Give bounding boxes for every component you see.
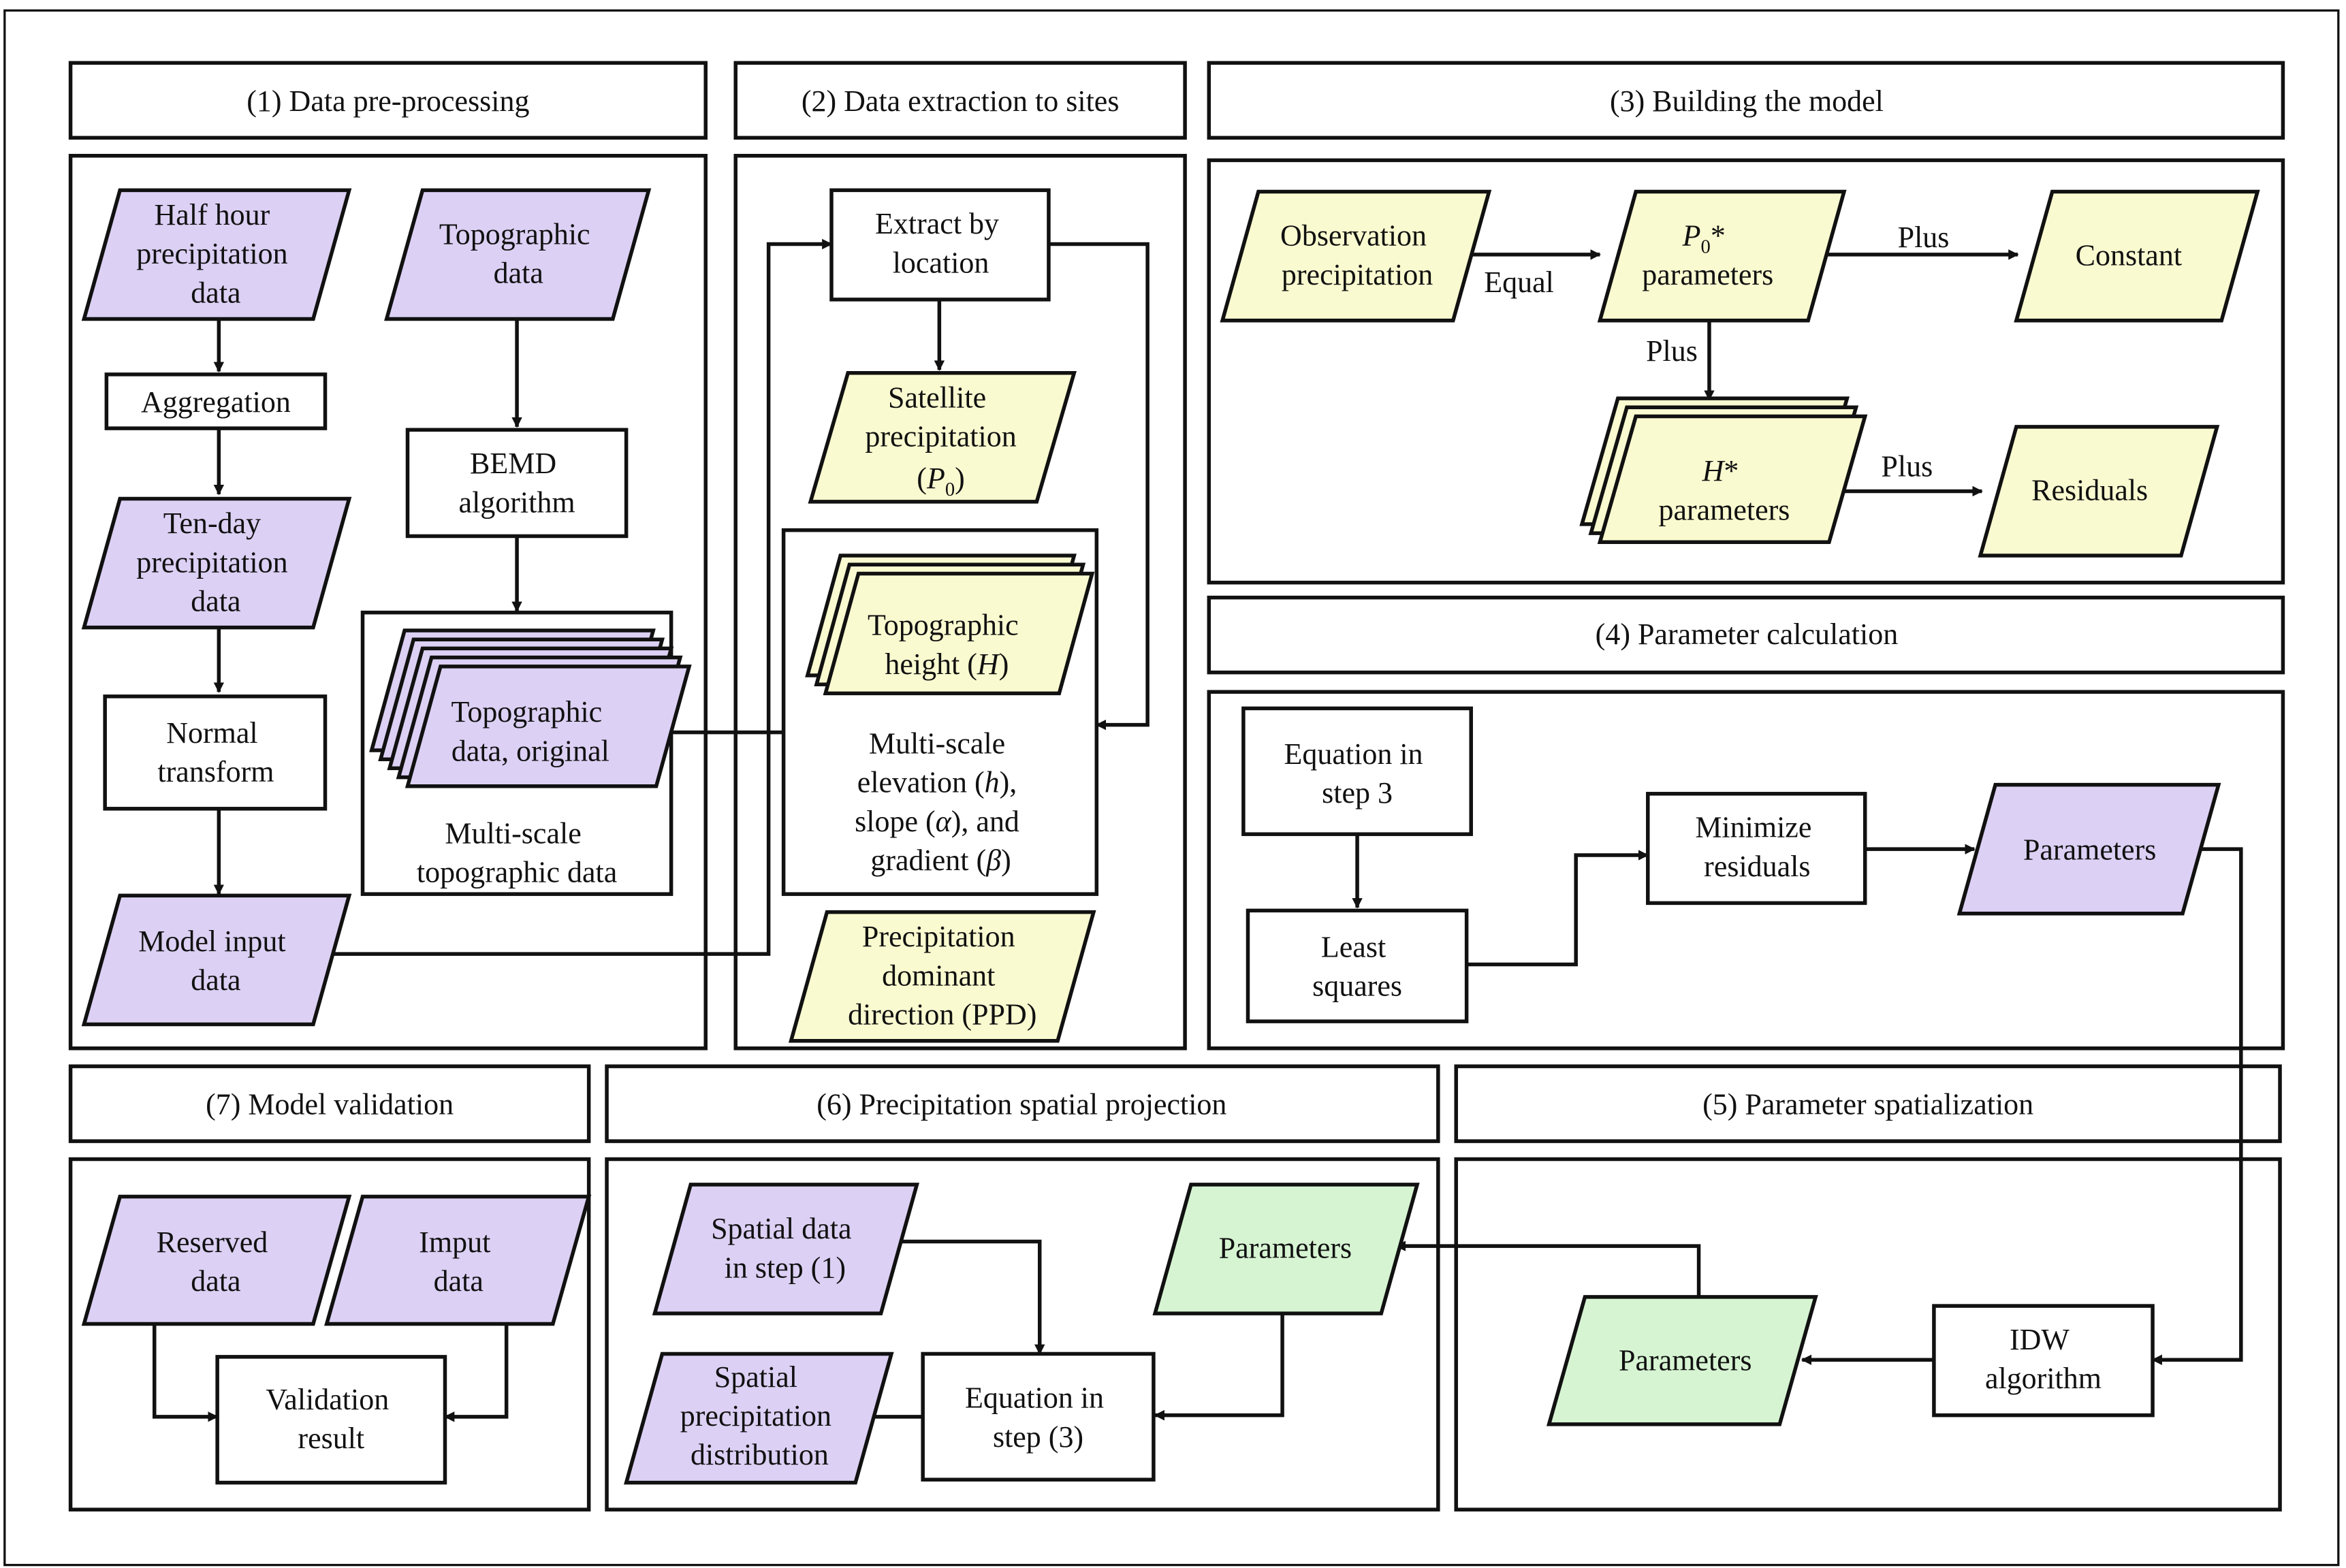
- ten-day-shape: [81, 496, 352, 630]
- section-1-panel: [68, 154, 708, 1051]
- residuals-shape: [1978, 425, 2220, 558]
- validation-text: Validation result: [266, 1383, 396, 1455]
- section-1-header: [68, 61, 708, 140]
- multiscale-elev-text: Multi-scale elevation (h), slope (α), an…: [855, 726, 1027, 877]
- section-7-title: (7) Model validation: [206, 1088, 454, 1121]
- edge-label-plus-down: Plus: [1646, 334, 1698, 368]
- parameters-s5-shape: [1546, 1295, 1818, 1426]
- obs-precip-shape: [1220, 189, 1492, 323]
- spatial-data-text: Spatial data in step (1): [711, 1212, 859, 1284]
- section-6-panel: [605, 1157, 1440, 1511]
- parameters-s4-text: Parameters: [2023, 833, 2156, 867]
- topo-original-stack: [369, 628, 692, 788]
- ten-day-text: Ten-day precipitation data: [136, 507, 295, 618]
- obs-precip-text: Observation precipitation: [1280, 219, 1434, 291]
- satellite-text: Satellite precipitation: [865, 381, 1016, 453]
- topo-data-shape: [384, 188, 652, 321]
- section-2-title: (2) Data extraction to sites: [802, 84, 1120, 118]
- section-3-header: [1207, 61, 2285, 140]
- multiscale-topo-text: Multi-scale topographic data: [417, 816, 617, 889]
- parameters-s4-shape: [1956, 782, 2221, 916]
- bemd-box: [405, 428, 629, 539]
- normal-transform-box: [103, 694, 328, 811]
- spatial-dist-text: Spatial precipitation distribution: [680, 1360, 839, 1471]
- aggregation-text: Aggregation: [141, 385, 291, 419]
- idw-box: [1932, 1304, 2155, 1418]
- half-hour-text: Half hour precipitation data: [136, 198, 295, 309]
- normal-transform-text: Normal transform: [157, 716, 274, 788]
- section-4-header: [1207, 595, 2285, 675]
- section-3-title: (3) Building the model: [1610, 84, 1884, 118]
- section-6-title: (6) Precipitation spatial projection: [817, 1088, 1226, 1121]
- satellite-p0-text: (P0): [917, 462, 964, 500]
- p0-params-text: P0* parameters: [1642, 219, 1773, 291]
- h-params-stack: [1579, 396, 1868, 545]
- section-1-title: (1) Data pre-processing: [247, 84, 529, 118]
- constant-shape: [2014, 189, 2260, 323]
- section-7-header: [68, 1064, 591, 1143]
- least-squares-text: Least squares: [1312, 931, 1402, 1003]
- eq-step3-s6-box: [921, 1351, 1156, 1482]
- imput-shape: [324, 1194, 592, 1326]
- section-headers: [68, 61, 2285, 1143]
- section-5-title: (5) Parameter spatialization: [1702, 1088, 2033, 1121]
- topo-height-stack: [805, 554, 1095, 696]
- topo-height-text: Topographic height (H): [868, 609, 1026, 681]
- bemd-text: BEMD algorithm: [459, 447, 575, 519]
- section-4-title: (4) Parameter calculation: [1596, 618, 1899, 651]
- reserved-shape: [81, 1194, 352, 1326]
- edge-label-plus-constant: Plus: [1898, 221, 1950, 254]
- section-4-panel: [1207, 690, 2285, 1051]
- eq-step3-text: Equation in step 3: [1284, 737, 1431, 810]
- model-input-text: Model input data: [138, 925, 293, 997]
- parameters-s6-shape: [1152, 1183, 1420, 1315]
- least-squares-box: [1246, 908, 1469, 1023]
- parameters-s6-text: Parameters: [1219, 1232, 1352, 1265]
- minimize-box: [1646, 792, 1867, 906]
- section-5-panel: [1454, 1157, 2282, 1511]
- section-3-panel: [1207, 158, 2285, 585]
- section-7-panel: [68, 1157, 591, 1511]
- connectors: [153, 238, 2243, 1422]
- section-panels: [68, 154, 2285, 1511]
- parameters-s5-text: Parameters: [1619, 1344, 1751, 1377]
- ppd-shape: [788, 910, 1096, 1043]
- topo-original-text: Topographic data, original: [451, 695, 610, 767]
- edge-label-plus-residuals: Plus: [1881, 449, 1933, 483]
- imput-text: Imput data: [419, 1226, 498, 1298]
- section-6-header: [605, 1064, 1440, 1143]
- satellite-shape: [808, 370, 1077, 504]
- model-input-shape: [81, 893, 352, 1027]
- edge-label-equal: Equal: [1484, 266, 1554, 299]
- h-params-text: H* parameters: [1658, 454, 1790, 526]
- aggregation-box: [104, 372, 328, 430]
- residuals-text: Residuals: [2031, 474, 2148, 507]
- half-hour-shape: [81, 188, 352, 321]
- ppd-text: Precipitation dominant direction (PPD): [848, 920, 1036, 1031]
- data-shapes: [81, 188, 2260, 1485]
- outer-frame: [3, 9, 2340, 1567]
- constant-text: Constant: [2076, 238, 2182, 272]
- spatial-data-shape: [652, 1183, 919, 1315]
- spatial-dist-shape: [624, 1351, 894, 1485]
- extract-text: Extract by location: [875, 207, 1006, 279]
- p0-params-shape: [1597, 189, 1847, 323]
- extract-box: [829, 188, 1051, 302]
- idw-text: IDW algorithm: [1985, 1323, 2102, 1395]
- validation-box: [215, 1355, 447, 1485]
- section-2-header: [733, 61, 1187, 140]
- topo-data-text: Topographic data: [439, 218, 598, 290]
- eq-step3-box: [1241, 706, 1473, 836]
- section-5-header: [1454, 1064, 2282, 1143]
- eq-step3-s6-text: Equation in step (3): [965, 1381, 1111, 1454]
- minimize-text: Minimize residuals: [1695, 811, 1819, 883]
- reserved-text: Reserved data: [157, 1226, 276, 1298]
- section-2-panel: [733, 154, 1187, 1051]
